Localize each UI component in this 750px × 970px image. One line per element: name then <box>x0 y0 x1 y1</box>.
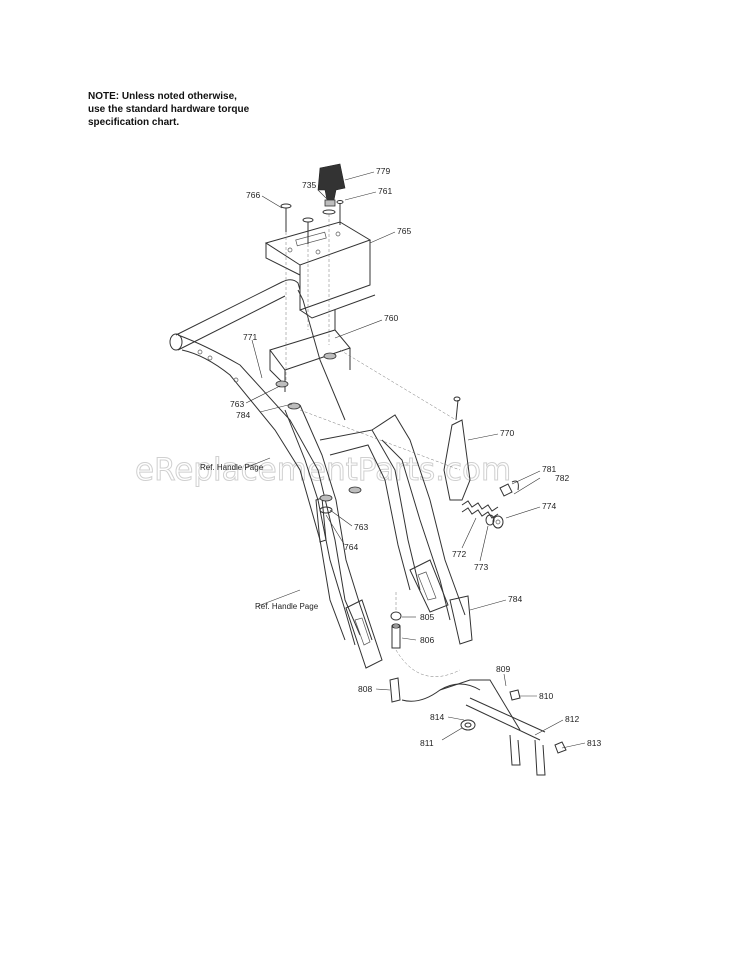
center-washers <box>319 486 362 514</box>
callout-782: 782 <box>555 473 569 483</box>
handle-frame <box>169 279 361 641</box>
callout-772: 772 <box>452 549 466 559</box>
callout-805: 805 <box>420 612 434 622</box>
callout-813: 813 <box>587 738 601 748</box>
callout-808: 808 <box>358 684 372 694</box>
callout-764: 764 <box>344 542 358 552</box>
callout-806: 806 <box>420 635 434 645</box>
hardware-bolts <box>280 200 344 380</box>
callout-814: 814 <box>430 712 444 722</box>
callout-784-upper: 784 <box>236 410 250 420</box>
torque-note: NOTE: Unless noted otherwise, use the st… <box>88 90 249 129</box>
callout-labels: 779 735 761 766 765 760 771 763 784 770 … <box>230 166 601 748</box>
lower-handle <box>284 404 473 669</box>
callout-811: 811 <box>420 738 434 748</box>
callout-761: 761 <box>378 186 392 196</box>
callout-781: 781 <box>542 464 556 474</box>
spring-assembly <box>461 480 519 529</box>
callout-779: 779 <box>376 166 390 176</box>
linkage-assembly <box>389 649 567 776</box>
mount-bracket <box>269 310 351 410</box>
callout-760: 760 <box>384 313 398 323</box>
callout-763-lower: 763 <box>354 522 368 532</box>
console-plate <box>264 221 376 319</box>
callout-763-upper: 763 <box>230 399 244 409</box>
ref-handle-page-lower: Ref. Handle Page <box>255 602 319 611</box>
callout-784-lower: 784 <box>508 594 522 604</box>
shift-knob <box>317 163 346 215</box>
shift-lever <box>299 349 471 501</box>
note-line-1: NOTE: Unless noted otherwise, <box>88 91 237 102</box>
callout-771: 771 <box>243 332 257 342</box>
callout-812: 812 <box>565 714 579 724</box>
note-line-2: use the standard hardware torque <box>88 104 250 115</box>
callout-735: 735 <box>302 180 316 190</box>
callout-770: 770 <box>500 428 514 438</box>
callout-810: 810 <box>539 691 553 701</box>
callout-773: 773 <box>474 562 488 572</box>
leader-lines <box>244 171 586 749</box>
callout-809: 809 <box>496 664 510 674</box>
callout-766: 766 <box>246 190 260 200</box>
callout-765: 765 <box>397 226 411 236</box>
ref-handle-page-upper: Ref. Handle Page <box>200 463 264 472</box>
pin-spacer <box>390 590 402 649</box>
note-line-3: specification chart. <box>88 117 180 128</box>
callout-774: 774 <box>542 501 556 511</box>
